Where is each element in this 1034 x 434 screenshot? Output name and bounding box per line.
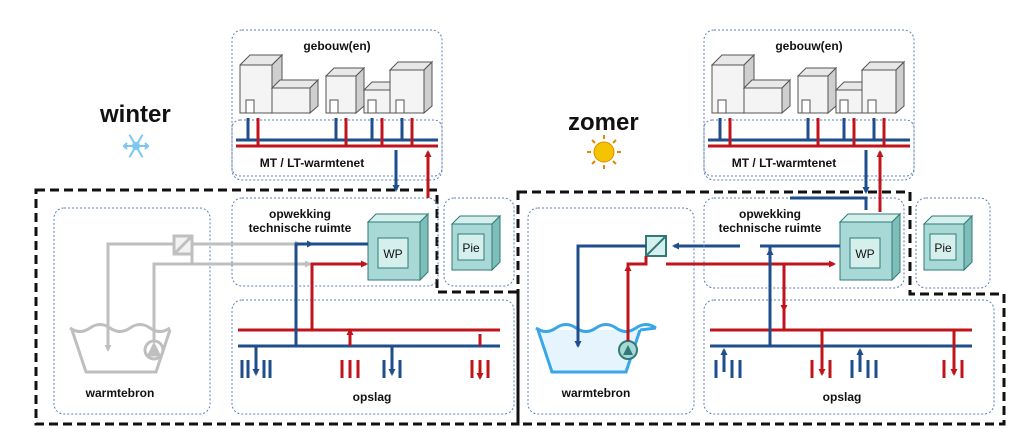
generation-panel xyxy=(231,197,439,287)
network-pipes xyxy=(708,118,910,148)
pie-unit: Pie xyxy=(450,214,502,272)
season-label-summer: zomer xyxy=(568,109,639,136)
storage-pipes xyxy=(710,328,972,378)
buildings-label: gebouw(en) xyxy=(303,39,370,53)
inactive-pipes xyxy=(104,234,312,352)
source-panel xyxy=(53,207,211,415)
heatpump-unit: WP xyxy=(366,212,430,282)
heatpump-label: WP xyxy=(383,247,402,261)
heatpump-label: WP xyxy=(855,247,874,261)
buildings-label: gebouw(en) xyxy=(775,39,842,53)
pie-label: Pie xyxy=(934,241,952,255)
season-label-winter: winter xyxy=(99,101,171,128)
winter-panel: winter gebouw(en) xyxy=(34,29,520,426)
storage-pipes xyxy=(238,328,500,380)
storage-label: opslag xyxy=(353,390,392,404)
generation-label-1: opwekking xyxy=(739,207,801,221)
network-label: MT / LT-warmtenet xyxy=(260,156,364,170)
pie-panel xyxy=(915,197,991,289)
buildings-panel xyxy=(703,29,915,181)
generation-label-2: technische ruimte xyxy=(719,221,822,235)
pie-panel xyxy=(443,197,515,287)
pie-label: Pie xyxy=(462,241,480,255)
summer-panel: zomer gebouw(en) xyxy=(516,29,1006,426)
pie-unit: Pie xyxy=(922,214,974,272)
building-blocks xyxy=(239,53,434,115)
sun-icon xyxy=(587,135,621,169)
buildings-panel xyxy=(231,29,443,181)
source-label: warmtebron xyxy=(85,386,155,400)
storage-panel xyxy=(703,299,995,415)
network-pipes xyxy=(236,118,438,148)
heat-source-basin xyxy=(535,323,657,374)
generation-label-1: opwekking xyxy=(269,207,331,221)
heat-source-basin xyxy=(69,323,172,374)
source-panel xyxy=(527,207,695,415)
source-pipes xyxy=(574,235,836,348)
active-pipes xyxy=(294,150,432,346)
snowflake-icon xyxy=(123,134,149,158)
heatpump-unit: WP xyxy=(838,212,902,282)
network-label: MT / LT-warmtenet xyxy=(732,156,836,170)
storage-panel xyxy=(231,299,515,415)
source-label: warmtebron xyxy=(561,386,631,400)
system-boundary xyxy=(516,190,1006,426)
system-boundary xyxy=(34,188,520,426)
generation-label-2: technische ruimte xyxy=(249,221,352,235)
storage-label: opslag xyxy=(823,390,862,404)
active-pipes xyxy=(760,150,884,346)
building-blocks xyxy=(710,53,906,115)
